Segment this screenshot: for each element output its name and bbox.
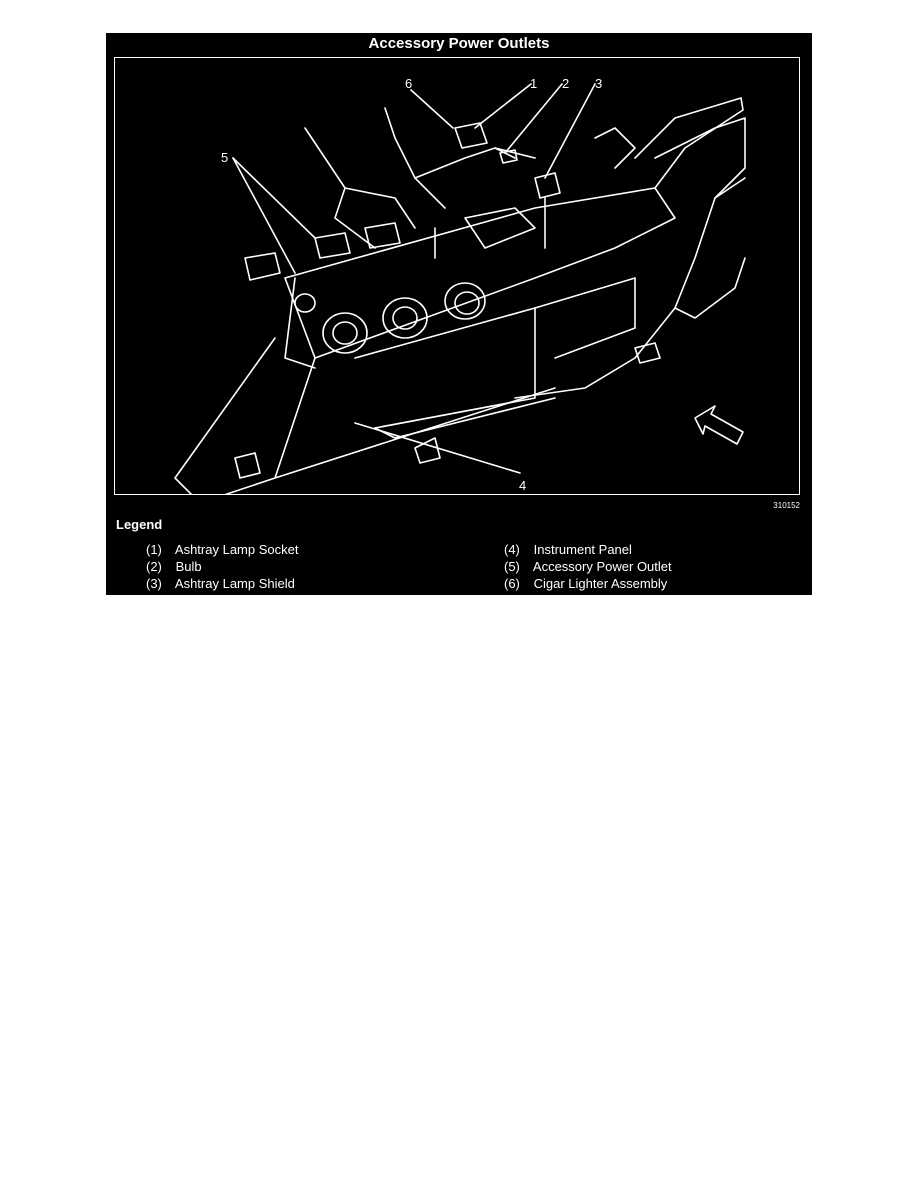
legend-number: (4) — [504, 542, 520, 557]
legend-number: (5) — [504, 559, 520, 574]
legend-label: Bulb — [175, 559, 202, 574]
legend-item: (1) Ashtray Lamp Socket — [146, 541, 298, 558]
left-brace — [224, 357, 316, 494]
figure-title: Accessory Power Outlets — [368, 35, 550, 52]
legend-item: (3) Ashtray Lamp Shield — [146, 575, 298, 592]
legend-label: Accessory Power Outlet — [532, 559, 672, 574]
direction-arrow — [694, 405, 744, 445]
cowl-outline — [514, 117, 746, 399]
callout-2: 2 — [562, 76, 569, 91]
legend-number: (6) — [504, 576, 520, 591]
legend-label: Ashtray Lamp Socket — [174, 542, 299, 557]
legend-column-right: (4) Instrument Panel (5) Accessory Power… — [504, 541, 672, 592]
diagram-figure: Accessory Power Outlets — [106, 33, 812, 595]
callout-3: 3 — [595, 76, 602, 91]
harness-upper — [384, 107, 446, 209]
bulb-shape — [499, 149, 518, 164]
callout-6: 6 — [405, 76, 412, 91]
legend-number: (3) — [146, 576, 162, 591]
legend-number: (2) — [146, 559, 162, 574]
legend-label: Ashtray Lamp Shield — [174, 576, 295, 591]
callout-1: 1 — [530, 76, 537, 91]
legend-label: Instrument Panel — [533, 542, 632, 557]
callout-5: 5 — [221, 150, 228, 165]
lamp-shield-shape — [534, 172, 561, 199]
upper-panel-face — [284, 187, 676, 359]
drawing-frame: 6 1 2 3 5 4 — [114, 57, 800, 495]
legend-item: (5) Accessory Power Outlet — [504, 558, 672, 575]
instrument-panel-drawing: 6 1 2 3 5 4 — [174, 76, 746, 494]
callout-4: 4 — [519, 478, 526, 493]
legend-item: (2) Bulb — [146, 558, 298, 575]
lamp-socket-shape — [454, 122, 488, 149]
figure-code: 310152 — [773, 501, 800, 510]
lower-panel-face — [354, 307, 536, 429]
legend-column-left: (1) Ashtray Lamp Socket (2) Bulb (3) Ash… — [146, 541, 298, 592]
harness-left — [304, 127, 376, 249]
legend-item: (4) Instrument Panel — [504, 541, 672, 558]
legend-label: Cigar Lighter Assembly — [533, 576, 668, 591]
legend-item: (6) Cigar Lighter Assembly — [504, 575, 672, 592]
legend-title: Legend — [116, 517, 163, 532]
legend-number: (1) — [146, 542, 162, 557]
